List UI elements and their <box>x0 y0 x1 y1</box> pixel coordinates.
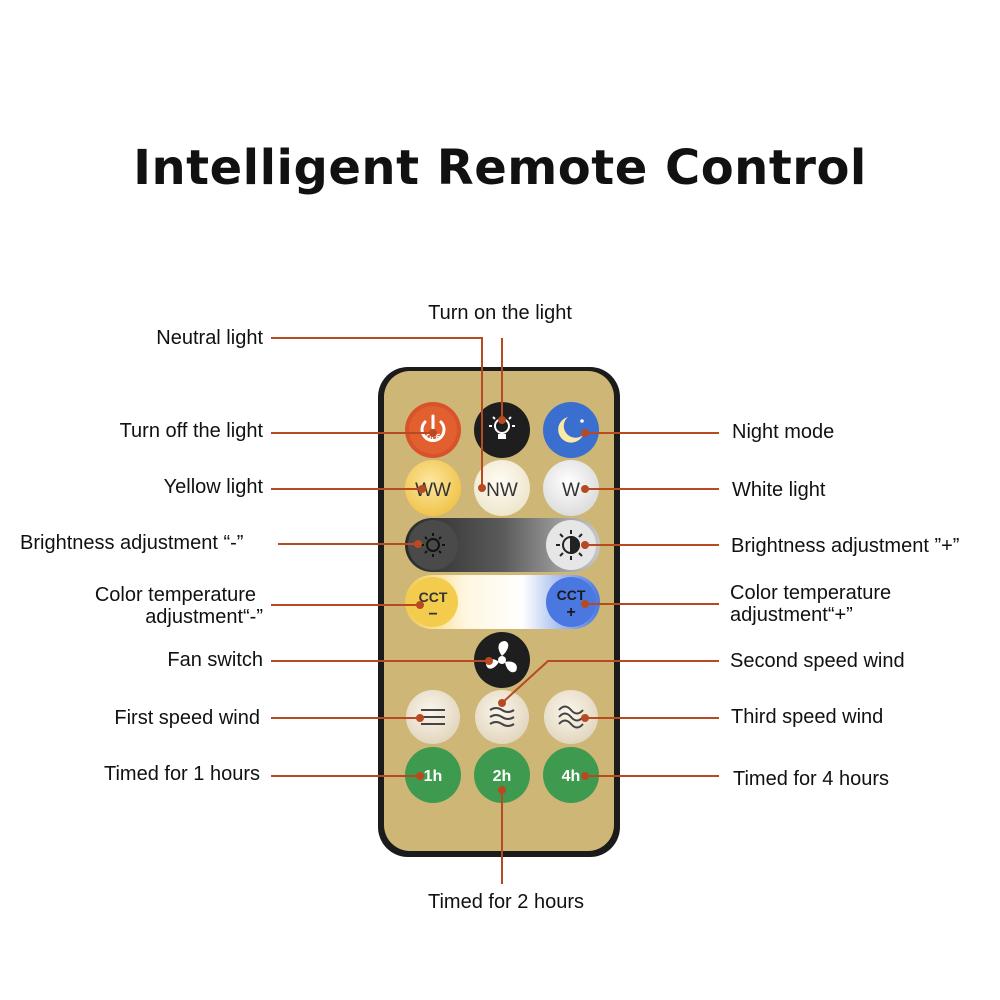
label-timed-2: Timed for 2 hours <box>428 891 584 913</box>
label-fan: Fan switch <box>167 649 263 671</box>
nw-button-label: NW <box>486 480 518 501</box>
label-cct-minus-line2: adjustment“-” <box>145 606 263 628</box>
fan-icon <box>486 641 517 673</box>
label-bright-minus: Brightness adjustment “-” <box>20 532 244 554</box>
label-timed-1: Timed for 1 hours <box>104 763 260 785</box>
second-speed-button[interactable] <box>475 690 529 744</box>
timer-2h-button[interactable]: 2h <box>474 747 530 803</box>
timer-2h-label: 2h <box>493 768 512 785</box>
brightness-minus-button[interactable] <box>408 520 458 570</box>
label-cct-minus-line1: Color temperature <box>94 584 256 606</box>
label-first-speed: First speed wind <box>114 707 260 729</box>
label-yellow: Yellow light <box>163 476 263 498</box>
brightness-plus-button[interactable] <box>546 520 596 570</box>
cct-minus-sign: − <box>428 606 437 623</box>
timer-1h-button[interactable]: 1h <box>405 747 461 803</box>
power-icon <box>420 414 446 442</box>
leader-second-speed <box>501 660 719 704</box>
timer-1h-label: 1h <box>424 768 443 785</box>
label-timed-4: Timed for 4 hours <box>733 768 889 790</box>
turn-on-button[interactable] <box>474 402 530 458</box>
label-second-speed: Second speed wind <box>730 650 905 672</box>
moon-icon <box>558 417 584 443</box>
label-night: Night mode <box>732 421 835 443</box>
off-button-label: OFF <box>426 434 441 441</box>
w-button-label: W <box>562 480 580 501</box>
leader-dots <box>414 416 589 794</box>
night-mode-button[interactable] <box>543 402 599 458</box>
label-cct-plus-line2: adjustment“+” <box>730 604 853 626</box>
white-light-button[interactable]: W <box>543 460 599 516</box>
third-speed-button[interactable] <box>544 690 598 744</box>
wind-speed-3-icon <box>558 705 584 729</box>
timer-4h-label: 4h <box>562 768 581 785</box>
cct-plus-label: CCT <box>557 587 586 603</box>
leader-lines <box>271 337 719 884</box>
label-third-speed: Third speed wind <box>731 706 884 728</box>
label-cct-plus-line1: Color temperature <box>730 582 892 604</box>
ww-button-label: WW <box>415 480 451 501</box>
first-speed-button[interactable] <box>406 690 460 744</box>
label-neutral: Neutral light <box>156 327 263 349</box>
cct-plus-sign: + <box>566 604 575 621</box>
cct-plus-button[interactable]: CCT + <box>546 577 596 627</box>
timer-4h-button[interactable]: 4h <box>543 747 599 803</box>
cct-minus-label: CCT <box>419 589 448 605</box>
label-turn-off: Turn off the light <box>119 420 263 442</box>
fan-switch-button[interactable] <box>474 632 530 688</box>
wind-speed-1-icon <box>421 709 445 725</box>
label-bright-plus: Brightness adjustment ”+” <box>731 535 960 557</box>
label-white: White light <box>732 479 826 501</box>
page-title: Intelligent Remote Control <box>133 140 867 196</box>
neutral-light-button[interactable]: NW <box>474 460 530 516</box>
yellow-light-button[interactable]: WW <box>405 460 461 516</box>
leader-neutral <box>271 337 483 488</box>
wind-speed-2-icon <box>489 707 515 727</box>
brightness-high-icon <box>556 530 586 560</box>
label-turn-on: Turn on the light <box>428 302 572 324</box>
cct-minus-button[interactable]: CCT − <box>408 577 458 627</box>
